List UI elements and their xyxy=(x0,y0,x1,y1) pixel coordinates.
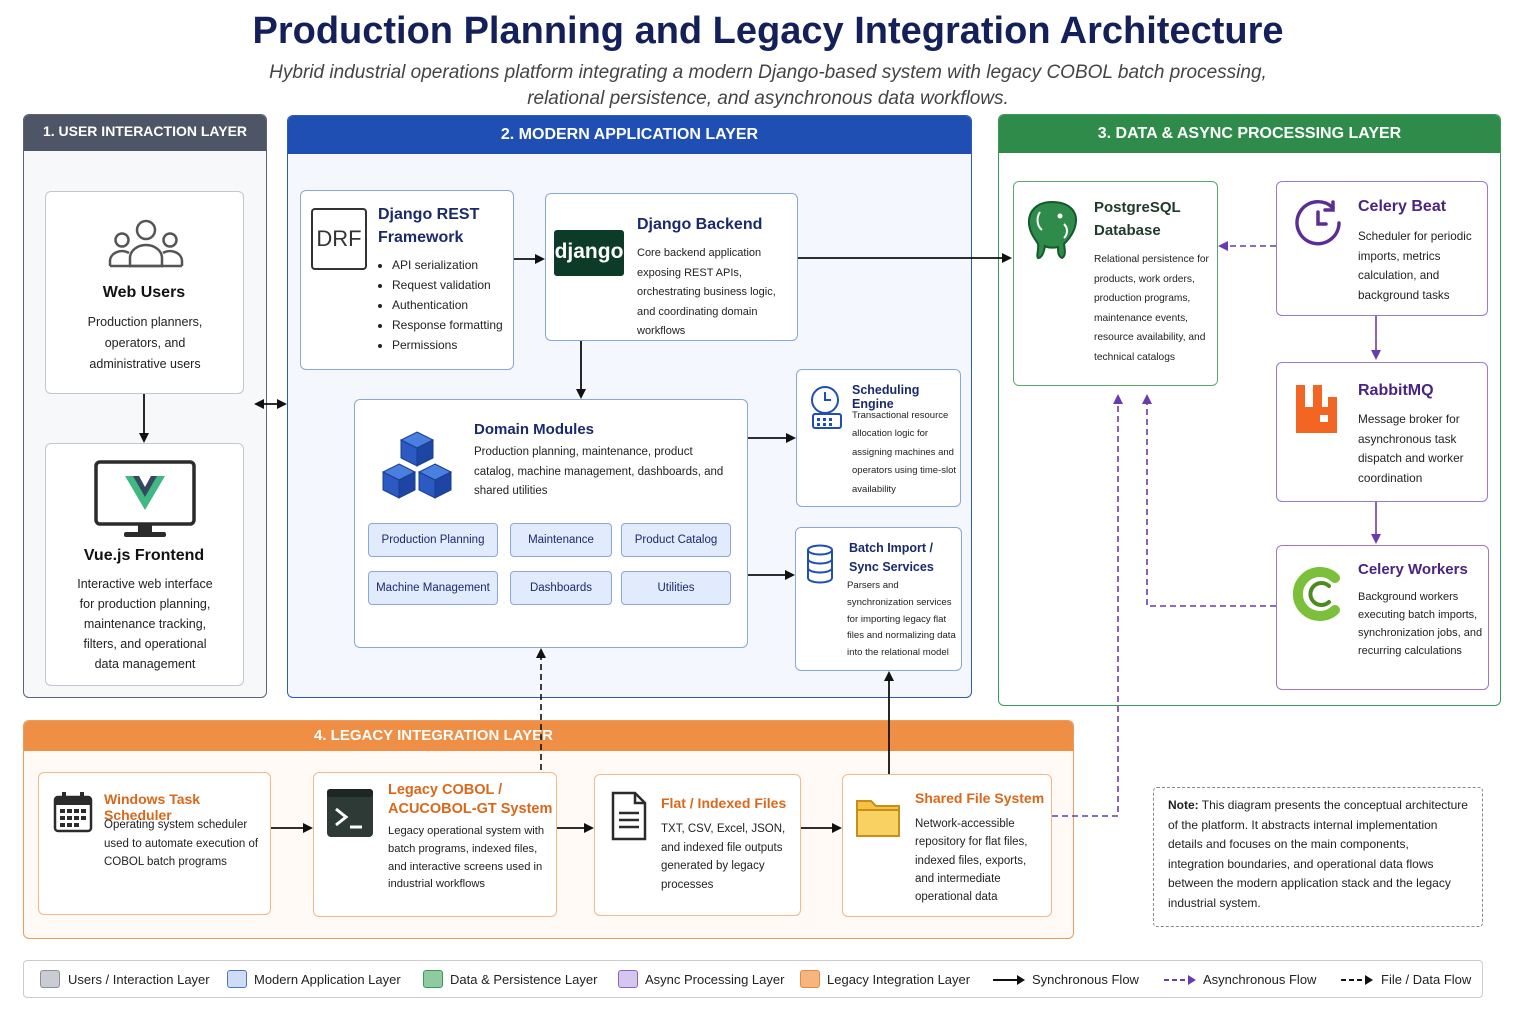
legend-sync: Synchronous Flow xyxy=(1032,972,1139,987)
flat-files-card: Flat / Indexed Files TXT, CSV, Excel, JS… xyxy=(594,774,801,916)
shared-file-system-card: Shared File System Network-accessible re… xyxy=(842,774,1052,917)
legend-swatch-modern xyxy=(227,970,247,988)
web-users-title: Web Users xyxy=(102,284,186,301)
shared-file-system-title: Shared File System xyxy=(915,790,1045,806)
windows-task-scheduler-title: Windows Task Scheduler xyxy=(104,791,201,823)
module-utilities[interactable]: Utilities xyxy=(621,571,731,605)
web-users-text: Production planners, operators, and admi… xyxy=(87,315,203,371)
django-logo: django xyxy=(554,230,624,276)
legend: Users / Interaction Layer Modern Applica… xyxy=(23,960,1483,998)
rabbitmq-text: Message broker for asynchronous task dis… xyxy=(1358,412,1464,485)
django-backend-title: Django Backend xyxy=(637,216,763,233)
batch-import-text: Parsers and synchronization services for… xyxy=(847,580,956,659)
drf-bullet: Request validation xyxy=(392,275,503,295)
timer-icon xyxy=(1293,198,1343,253)
data-layer-header: 3. DATA & ASYNC PROCESSING LAYER xyxy=(999,115,1500,153)
architecture-note: Note: This diagram presents the conceptu… xyxy=(1153,787,1483,927)
postgresql-text: Relational persistence for products, wor… xyxy=(1094,254,1209,363)
legend-file-line xyxy=(1341,975,1373,985)
module-maintenance[interactable]: Maintenance xyxy=(510,523,612,557)
vue-frontend-text: Interactive web interface for production… xyxy=(77,577,213,671)
legend-async-line xyxy=(1164,975,1196,985)
rabbitmq-icon xyxy=(1294,383,1340,440)
legend-sync-line xyxy=(993,975,1025,985)
module-machine-management[interactable]: Machine Management xyxy=(368,571,498,605)
domain-modules-text: Production planning, maintenance, produc… xyxy=(474,446,724,497)
rabbitmq-title: RabbitMQ xyxy=(1358,382,1434,399)
postgresql-title: PostgreSQL Database xyxy=(1094,199,1181,239)
legend-async: Async Processing Layer xyxy=(645,972,785,987)
legend-users: Users / Interaction Layer xyxy=(68,972,210,987)
batch-import-card: Batch Import / Sync Services Parsers and… xyxy=(795,527,962,671)
legend-modern: Modern Application Layer xyxy=(254,972,401,987)
celery-workers-card: Celery Workers Background workers execut… xyxy=(1276,545,1489,690)
postgresql-card: PostgreSQL Database Relational persisten… xyxy=(1013,181,1218,386)
database-icon xyxy=(806,544,834,589)
legend-swatch-async xyxy=(618,970,638,988)
celery-beat-card: Celery Beat Scheduler for periodic impor… xyxy=(1276,181,1488,316)
domain-modules-card: Domain Modules Production planning, main… xyxy=(354,399,748,648)
django-backend-card: django Django Backend Core backend appli… xyxy=(545,193,798,341)
drf-bullet: API serialization xyxy=(392,255,503,275)
celery-beat-title: Celery Beat xyxy=(1358,198,1447,215)
flat-files-title: Flat / Indexed Files xyxy=(661,795,787,811)
document-icon xyxy=(611,791,647,846)
drf-bullet: Permissions xyxy=(392,335,503,355)
scheduling-engine-card: Scheduling Engine Transactional resource… xyxy=(796,369,961,507)
note-text: This diagram presents the conceptual arc… xyxy=(1168,798,1468,910)
legacy-cobol-card: Legacy COBOL / ACUCOBOL-GT System Legacy… xyxy=(313,772,557,917)
note-label: Note: xyxy=(1168,798,1199,812)
domain-modules-title: Domain Modules xyxy=(474,421,595,438)
drf-bullet: Response formatting xyxy=(392,315,503,335)
drf-title: Django REST Framework xyxy=(378,206,480,246)
celery-workers-text: Background workers executing batch impor… xyxy=(1358,591,1483,657)
vue-monitor-icon xyxy=(94,460,196,545)
drf-bullet: Authentication xyxy=(392,295,503,315)
scheduling-engine-text: Transactional resource allocation logic … xyxy=(852,410,957,495)
modern-layer-header: 2. MODERN APPLICATION LAYER xyxy=(288,116,971,154)
legend-file-flow: File / Data Flow xyxy=(1381,972,1472,987)
celery-workers-title: Celery Workers xyxy=(1358,561,1468,578)
django-backend-text: Core backend application exposing REST A… xyxy=(637,247,776,337)
module-dashboards[interactable]: Dashboards xyxy=(510,571,612,605)
legacy-layer-header: 4. LEGACY INTEGRATION LAYER xyxy=(24,721,1073,751)
flat-files-text: TXT, CSV, Excel, JSON, and indexed file … xyxy=(661,823,786,891)
windows-task-scheduler-card: Windows Task Scheduler Operating system … xyxy=(38,772,271,915)
vue-frontend-card: Vue.js Frontend Interactive web interfac… xyxy=(45,443,244,686)
celery-icon xyxy=(1291,564,1345,629)
calendar-icon xyxy=(53,791,93,838)
users-icon xyxy=(108,218,184,275)
celery-beat-text: Scheduler for periodic imports, metrics … xyxy=(1358,230,1472,302)
clock-calendar-icon xyxy=(809,384,845,435)
cubes-icon xyxy=(381,430,453,507)
legend-legacy: Legacy Integration Layer xyxy=(827,972,971,987)
legacy-cobol-title: Legacy COBOL / ACUCOBOL-GT System xyxy=(388,782,553,817)
drf-logo: DRF xyxy=(311,208,367,270)
vue-frontend-title: Vue.js Frontend xyxy=(83,547,205,564)
drf-bullets: API serialization Request validation Aut… xyxy=(388,255,503,355)
elephant-icon xyxy=(1024,198,1080,265)
legend-swatch-data xyxy=(423,970,443,988)
windows-task-scheduler-text: Operating system scheduler used to autom… xyxy=(104,819,259,868)
legend-async-flow: Asynchronous Flow xyxy=(1203,972,1317,987)
legend-swatch-users xyxy=(40,970,60,988)
legacy-cobol-text: Legacy operational system with batch pro… xyxy=(388,825,545,891)
legend-swatch-legacy xyxy=(800,970,820,988)
page-subtitle: Hybrid industrial operations platform in… xyxy=(269,62,1267,109)
user-layer-header: 1. USER INTERACTION LAYER xyxy=(24,115,266,151)
batch-import-title: Batch Import / Sync Services xyxy=(849,541,934,574)
scheduling-engine-title: Scheduling Engine xyxy=(852,383,920,411)
folder-icon xyxy=(855,795,901,844)
web-users-card: Web Users Production planners, operators… xyxy=(45,191,244,394)
module-product-catalog[interactable]: Product Catalog xyxy=(621,523,731,557)
legend-data: Data & Persistence Layer xyxy=(450,972,598,987)
shared-file-system-text: Network-accessible repository for flat f… xyxy=(915,818,1028,904)
rabbitmq-card: RabbitMQ Message broker for asynchronous… xyxy=(1276,362,1488,502)
page-title: Production Planning and Legacy Integrati… xyxy=(252,10,1284,52)
drf-card: DRF Django REST Framework API serializat… xyxy=(300,190,514,370)
terminal-icon xyxy=(326,787,374,844)
module-production-planning[interactable]: Production Planning xyxy=(368,523,498,557)
